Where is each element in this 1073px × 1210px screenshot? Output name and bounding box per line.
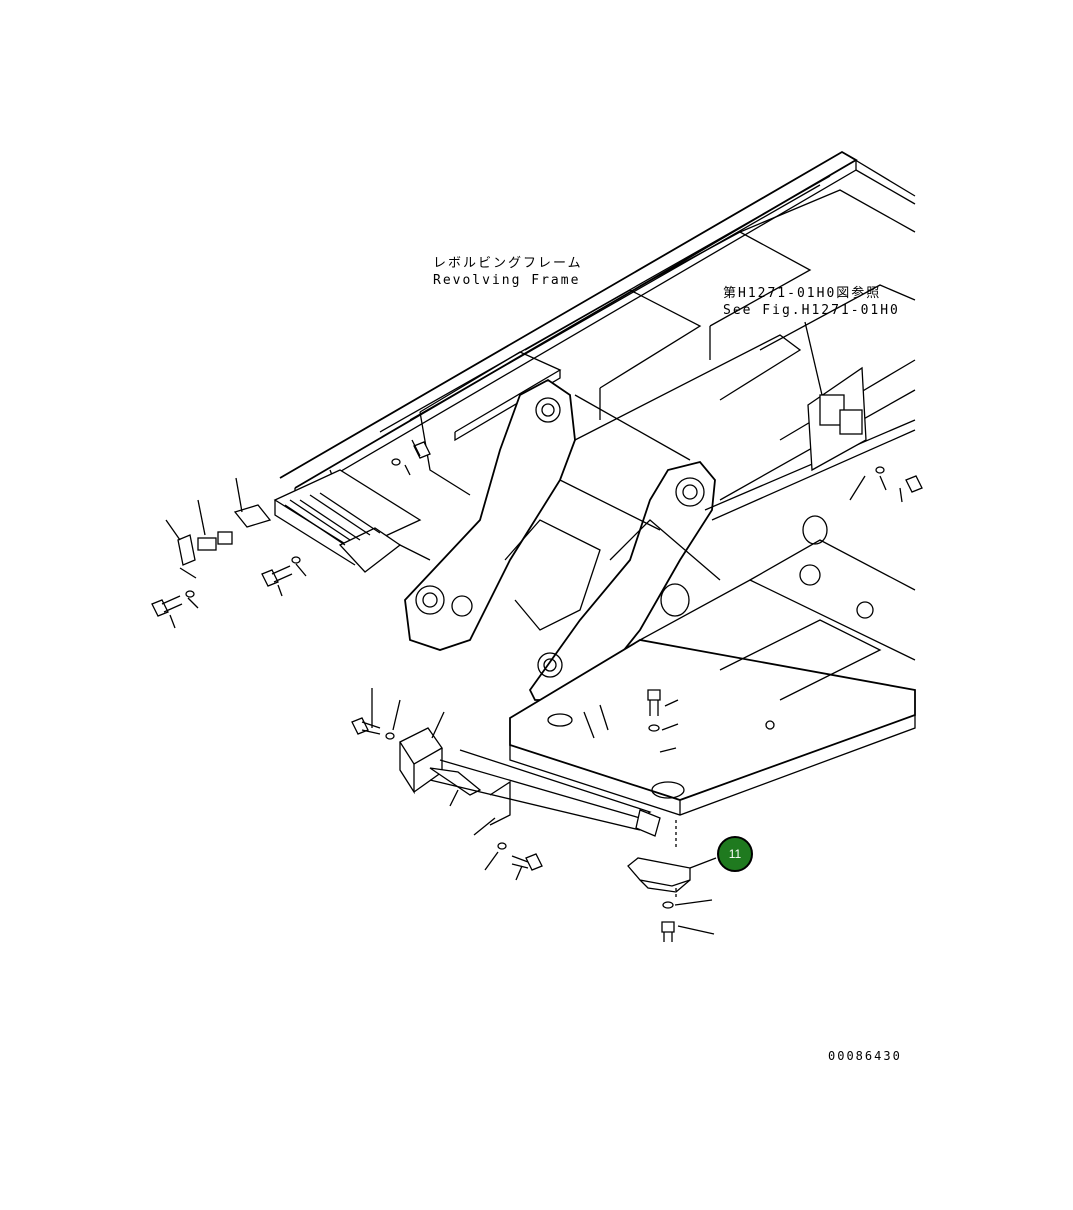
drawing-number: 00086430 <box>828 1049 902 1063</box>
bolts-lower-left <box>351 717 543 881</box>
see-fig-label-jp: 第H1271-01H0図参照 <box>723 286 882 301</box>
frame-inner-structure <box>329 189 916 561</box>
frame-lower-block <box>509 539 916 816</box>
boom-bracket-left <box>404 378 576 651</box>
frame-label-jp: レボルビングフレーム <box>433 256 583 271</box>
step-assembly <box>165 469 422 579</box>
bolts-upper-left <box>151 556 307 629</box>
bolts-lower-center <box>583 689 679 753</box>
part-11-bracket <box>627 820 717 942</box>
bolts-top <box>391 439 923 503</box>
callout-11[interactable]: 11 <box>717 836 753 872</box>
frame-cross-member <box>574 334 916 521</box>
bracket-assembly-lower <box>371 688 661 837</box>
referenced-bracket <box>804 321 867 472</box>
frame-label-en: Revolving Frame <box>433 273 581 288</box>
frame-rear-openings <box>504 515 828 631</box>
see-fig-label-en: See Fig.H1271-01H0 <box>723 303 900 318</box>
